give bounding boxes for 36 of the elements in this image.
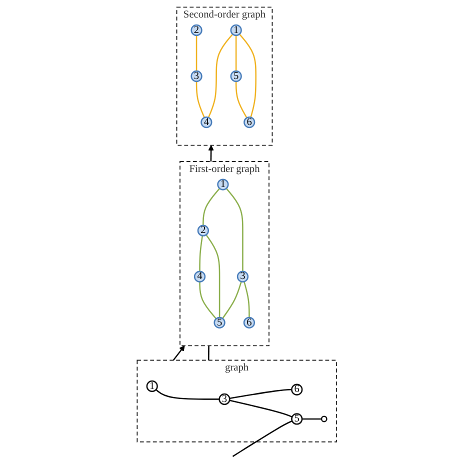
connector (232, 420, 293, 457)
connector (199, 282, 217, 320)
connector (302, 418, 322, 420)
node-circle: 4 (200, 116, 212, 128)
node-circle: 1 (230, 24, 242, 36)
connector (244, 281, 250, 318)
node-circle: 4 (194, 270, 206, 282)
node-circle: 5 (230, 70, 242, 82)
node-circle (321, 416, 328, 422)
connector (239, 34, 257, 118)
connector (230, 400, 293, 418)
connector (202, 188, 220, 226)
node-circle: 2 (198, 224, 210, 236)
node-circle: 3 (218, 393, 231, 406)
arrow (173, 345, 186, 361)
node-circle: 6 (244, 316, 256, 328)
connector (156, 389, 220, 400)
node-circle: 5 (214, 316, 226, 328)
node-circle: 1 (146, 380, 158, 392)
node-circle: 6 (244, 116, 256, 128)
connector (236, 35, 237, 72)
connector (222, 281, 242, 319)
node-circle: 1 (217, 178, 229, 190)
connector (236, 81, 248, 118)
node-circle: 6 (291, 384, 303, 396)
connector (208, 34, 234, 118)
node-circle: 5 (291, 413, 303, 425)
connector (196, 35, 198, 72)
connector (230, 388, 292, 399)
connector (226, 188, 244, 272)
connector (206, 234, 220, 318)
connector (196, 81, 206, 118)
node-circle: 2 (190, 24, 203, 36)
connector (199, 236, 204, 272)
node-circle: 3 (190, 70, 203, 82)
node-circle: 3 (237, 270, 249, 282)
